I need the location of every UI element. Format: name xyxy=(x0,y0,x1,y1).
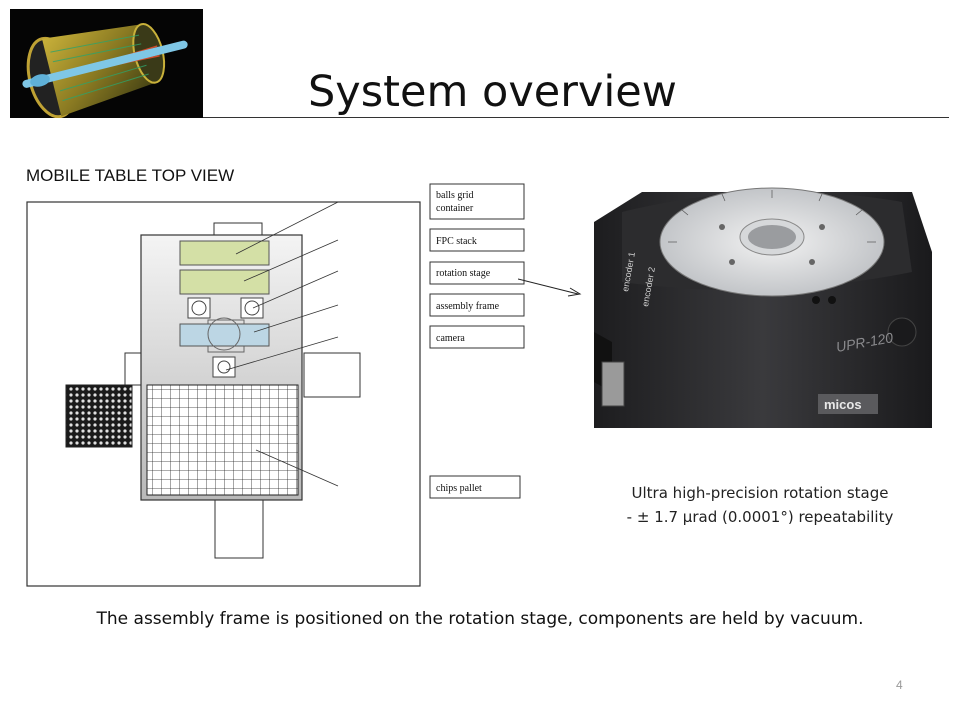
photo-caption: Ultra high-precision rotation stage - ± … xyxy=(580,481,940,529)
balls-grid-container xyxy=(179,240,270,266)
callout-text: assembly frame xyxy=(436,301,500,312)
callout-rotation-stage: rotation stage xyxy=(429,261,525,285)
caption-line-2: - ± 1.7 µrad (0.0001°) repeatability xyxy=(626,508,894,526)
page-number: 4 xyxy=(896,678,903,692)
callout-chips-pallet: chips pallet xyxy=(429,475,521,499)
chips-pallet xyxy=(146,384,299,496)
fpc-stack xyxy=(179,269,270,295)
callout-assembly-frame: assembly frame xyxy=(429,293,525,317)
section-label: MOBILE TABLE TOP VIEW xyxy=(26,166,235,185)
detector-logo xyxy=(10,9,203,118)
footer-text: The assembly frame is positioned on the … xyxy=(96,609,864,629)
callout-text: camera xyxy=(436,333,465,344)
title-underline xyxy=(203,117,949,118)
balls-grid-block xyxy=(65,384,133,448)
caption-line-1: Ultra high-precision rotation stage xyxy=(631,484,889,502)
brand-label: micos xyxy=(824,397,862,412)
bottom-rail xyxy=(214,499,264,559)
callout-fpc-stack: FPC stack xyxy=(429,228,525,252)
callout-balls-grid-container: balls grid container xyxy=(429,183,525,220)
slide-title: System overview xyxy=(308,67,677,117)
assembly-frame xyxy=(179,323,270,347)
rotation-stage-photo: UPR-120 micos encoder 1 encoder 2 xyxy=(582,182,940,428)
callout-arrow xyxy=(518,278,582,297)
callout-text: container xyxy=(436,203,474,214)
mobile-table-diagram: balls grid container FPC stack rotation … xyxy=(26,183,525,587)
callout-text: rotation stage xyxy=(436,268,491,279)
callout-text: balls grid xyxy=(436,190,474,201)
callout-text: FPC stack xyxy=(436,236,477,247)
callout-camera: camera xyxy=(429,325,525,349)
right-rail xyxy=(303,352,361,398)
callout-text: chips pallet xyxy=(436,483,482,494)
left-rail xyxy=(124,352,144,386)
